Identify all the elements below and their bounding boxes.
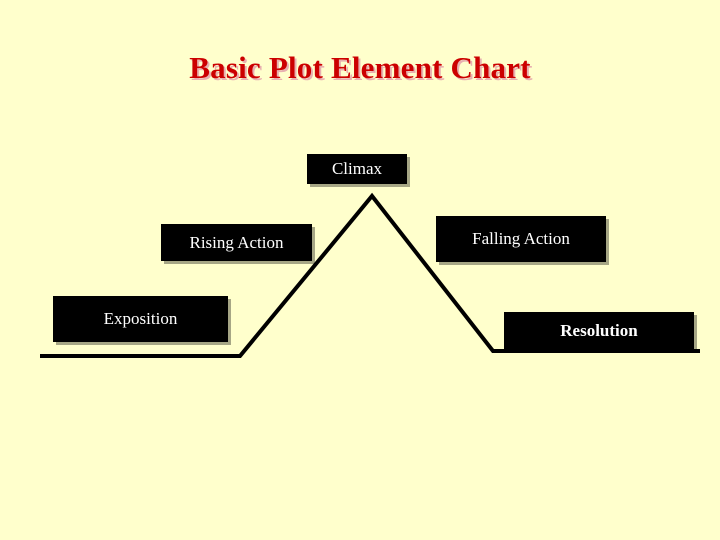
- page-title: Basic Plot Element Chart: [189, 50, 531, 85]
- label-climax: Climax: [307, 154, 407, 184]
- label-resolution: Resolution: [504, 312, 694, 349]
- label-exposition: Exposition: [53, 296, 228, 342]
- label-falling-action: Falling Action: [436, 216, 606, 262]
- label-rising-action: Rising Action: [161, 224, 312, 261]
